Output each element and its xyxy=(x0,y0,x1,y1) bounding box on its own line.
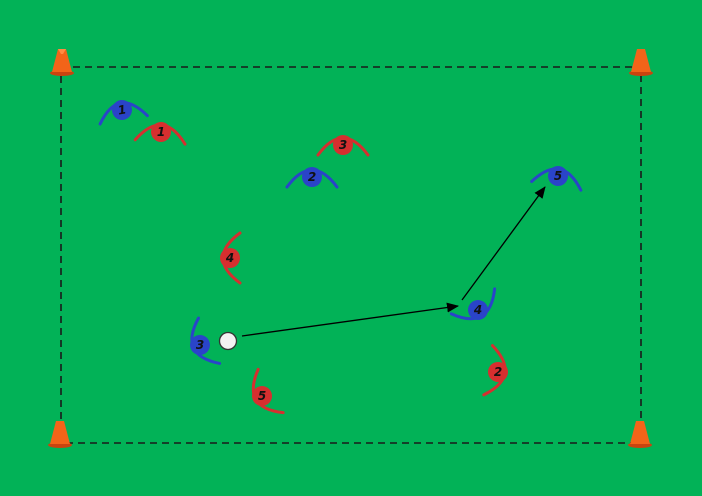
cone-bottom-left xyxy=(48,421,72,448)
blue-player-3: 3 xyxy=(190,316,222,365)
red-player-2: 2 xyxy=(482,344,508,397)
blue-player-1-number: 1 xyxy=(117,102,128,117)
red-player-1-number: 1 xyxy=(157,125,165,139)
blue-player-2: 2 xyxy=(285,167,339,189)
cone-bottom-right xyxy=(628,421,652,448)
blue-player-5: 5 xyxy=(530,166,583,192)
red-player-5: 5 xyxy=(251,367,285,415)
playing-area-boundary xyxy=(60,66,642,444)
blue-player-2-number: 2 xyxy=(308,170,316,184)
red-player-5-number: 5 xyxy=(258,389,266,403)
ball xyxy=(218,331,238,351)
pass-arrow-3-to-4 xyxy=(241,302,459,337)
red-player-4-number: 4 xyxy=(225,251,234,265)
red-player-4: 4 xyxy=(220,231,242,285)
blue-player-5-number: 5 xyxy=(554,169,562,183)
blue-player-1: 1 xyxy=(98,100,149,126)
cone-top-right xyxy=(629,49,653,76)
blue-player-4: 4 xyxy=(449,287,497,321)
blue-player-4-number: 4 xyxy=(473,303,482,317)
red-player-1: 1 xyxy=(133,122,187,146)
pass-arrow-4-to-5 xyxy=(461,186,546,301)
cone-top-left xyxy=(50,49,74,76)
red-player-2-number: 2 xyxy=(494,365,502,379)
blue-player-3-number: 3 xyxy=(196,338,204,352)
red-player-3: 3 xyxy=(316,135,370,157)
red-player-3-number: 3 xyxy=(339,138,347,152)
